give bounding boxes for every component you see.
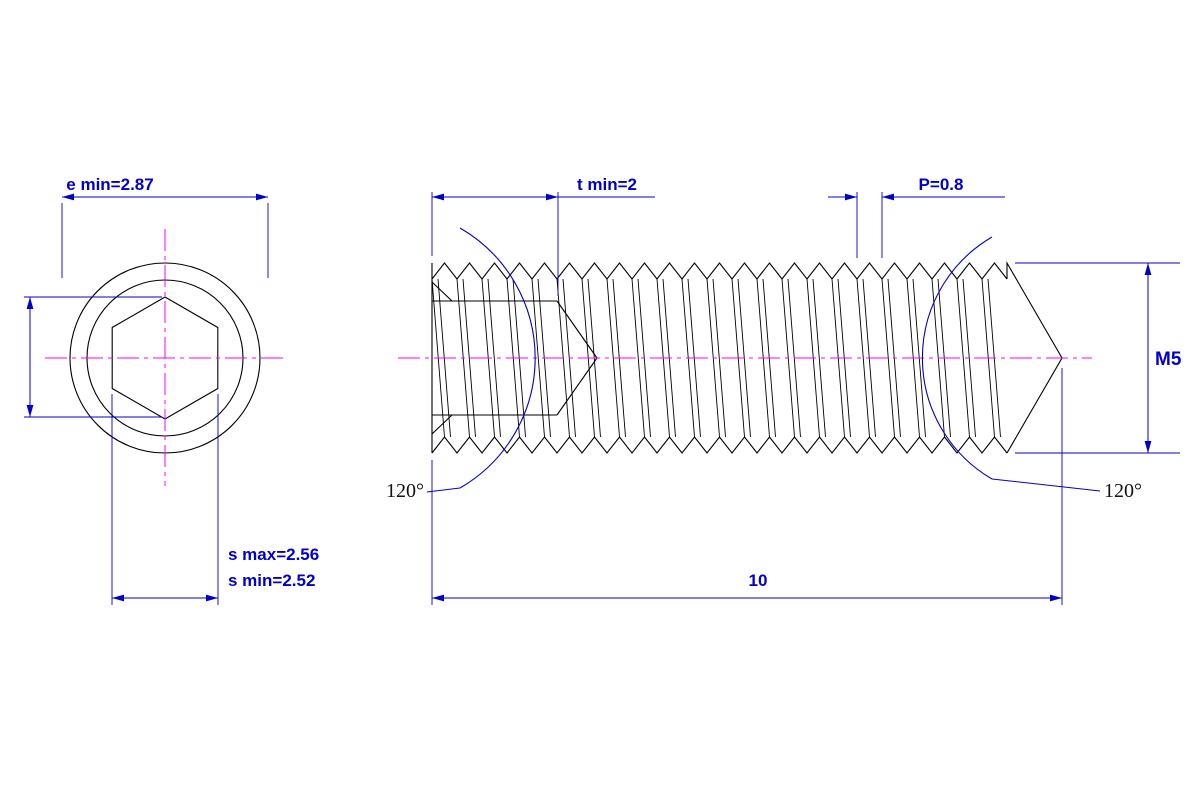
dimension-label-s-min: s min=2.52	[228, 571, 315, 590]
dimension-label-t-min: t min=2	[577, 175, 637, 194]
dimension-e-min: e min=2.87	[61, 175, 269, 278]
end-view	[45, 229, 286, 486]
dimension-s: s max=2.56 s min=2.52	[111, 394, 319, 605]
dimension-length: 10	[431, 368, 1063, 605]
dimension-pitch: P=0.8	[828, 175, 1005, 258]
dimension-label-e-min: e min=2.87	[66, 175, 153, 194]
dimension-label-socket-angle: 120°	[386, 480, 424, 502]
leader-line	[991, 478, 1101, 492]
dimension-point-angle: 120°	[921, 236, 1142, 502]
angle-arc	[459, 227, 536, 489]
dimension-t-min: t min=2	[431, 175, 655, 296]
dimension-thread-size: M5	[1015, 262, 1182, 454]
dimension-label-pitch: P=0.8	[919, 175, 964, 194]
cone-point	[1006, 260, 1063, 454]
dimension-hex-corner-height	[24, 296, 162, 418]
side-view	[398, 260, 1092, 454]
dimension-label-length: 10	[749, 571, 768, 590]
dimension-label-point-angle: 120°	[1104, 480, 1142, 502]
dimension-socket-angle: 120°	[386, 227, 536, 502]
dimension-label-s-max: s max=2.56	[228, 545, 319, 564]
angle-arc	[921, 236, 993, 480]
dimensions: e min=2.87 s max=2.56 s min=2.52 t min=2	[24, 175, 1182, 605]
leader-line	[426, 487, 461, 493]
thread-crest-top	[431, 262, 1008, 280]
dimension-label-thread-size: M5	[1155, 349, 1182, 370]
thread-crest-bottom	[431, 436, 1008, 454]
